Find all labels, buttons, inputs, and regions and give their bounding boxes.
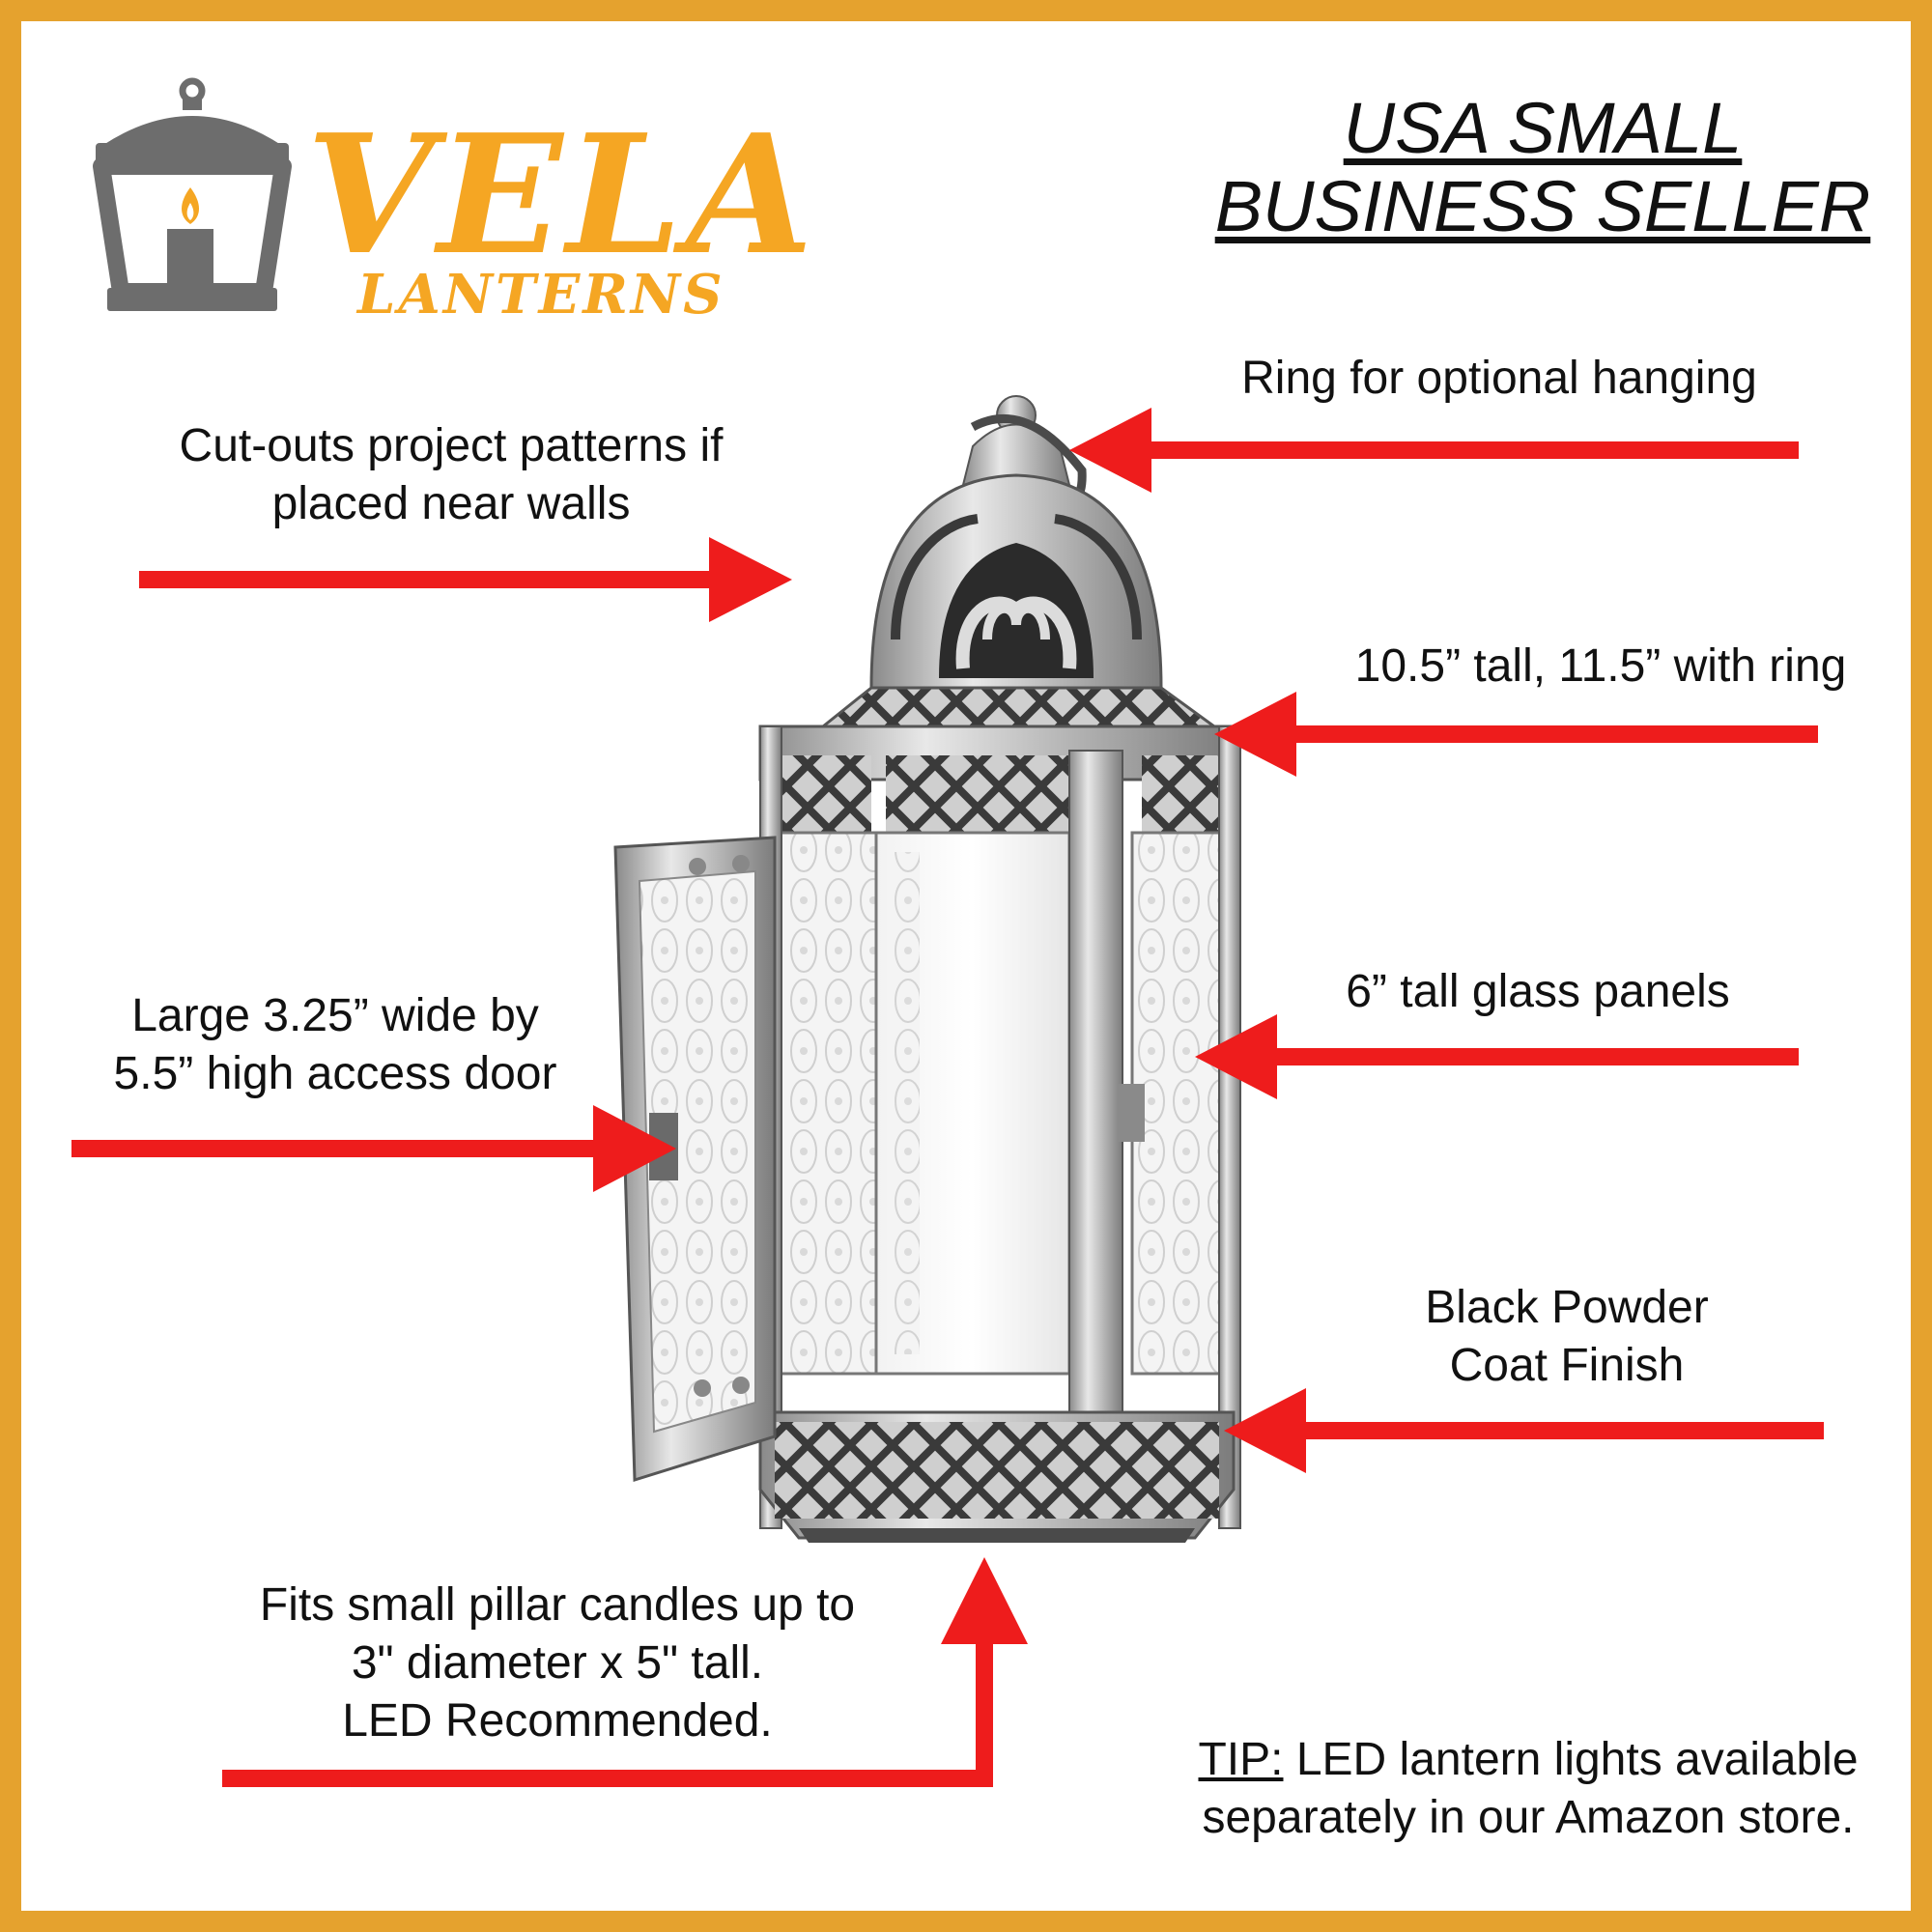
tip-line2: separately in our Amazon store. [1202, 1792, 1855, 1843]
callout-candles-line3: LED Recommended. [342, 1695, 773, 1747]
tip-line1: LED lantern lights available [1283, 1734, 1859, 1785]
callout-finish-line2: Coat Finish [1449, 1340, 1685, 1391]
callout-door-line1: Large 3.25” wide by [131, 990, 539, 1041]
arrow-candles [222, 1557, 1028, 1787]
arrow-glass [1195, 1014, 1799, 1099]
access-door [613, 836, 777, 1483]
seller-badge: USA SMALL BUSINESS SELLER [1156, 88, 1911, 247]
callout-candles-line2: 3" diameter x 5" tall. [351, 1637, 764, 1689]
hanging-ring [961, 395, 1087, 514]
lantern-dome [818, 473, 1219, 728]
callout-height: 10.5” tall, 11.5” with ring [1287, 638, 1911, 696]
callout-door-line2: 5.5” high access door [113, 1048, 557, 1099]
callout-finish-line1: Black Powder [1425, 1282, 1709, 1333]
arrow-ring [1069, 408, 1799, 493]
callout-ring-text: Ring for optional hanging [1241, 353, 1757, 404]
arrow-finish [1224, 1388, 1824, 1473]
callout-cutouts-line1: Cut-outs project patterns if [179, 420, 724, 471]
brand-name: VELA [306, 99, 817, 292]
tip-prefix: TIP: [1198, 1734, 1284, 1785]
tip-note: TIP: LED lantern lights available separa… [1132, 1731, 1911, 1847]
callout-candles-line1: Fits small pillar candles up to [259, 1579, 856, 1631]
arrow-cutouts [139, 537, 792, 622]
callout-ring: Ring for optional hanging [1151, 350, 1847, 408]
lantern-logo-icon [93, 77, 292, 311]
seller-badge-line1: USA SMALL [1343, 88, 1743, 168]
arrow-height [1214, 692, 1818, 777]
arrows-layer [71, 408, 1824, 1787]
callout-height-text: 10.5” tall, 11.5” with ring [1354, 640, 1847, 692]
seller-badge-line2: BUSINESS SELLER [1214, 166, 1871, 247]
callout-glass: 6” tall glass panels [1238, 963, 1837, 1021]
brand-subtitle: LANTERNS [357, 263, 725, 327]
callout-door: Large 3.25” wide by 5.5” high access doo… [41, 987, 630, 1103]
callout-candles: Fits small pillar candles up to 3" diame… [185, 1577, 929, 1750]
callout-glass-text: 6” tall glass panels [1346, 966, 1730, 1017]
lantern-product-image [613, 395, 1241, 1543]
callout-finish: Black Powder Coat Finish [1325, 1279, 1808, 1395]
callout-cutouts: Cut-outs project patterns if placed near… [89, 417, 813, 533]
lantern-body [758, 724, 1241, 1543]
callout-cutouts-line2: placed near walls [271, 478, 631, 529]
arrow-door [71, 1105, 676, 1192]
